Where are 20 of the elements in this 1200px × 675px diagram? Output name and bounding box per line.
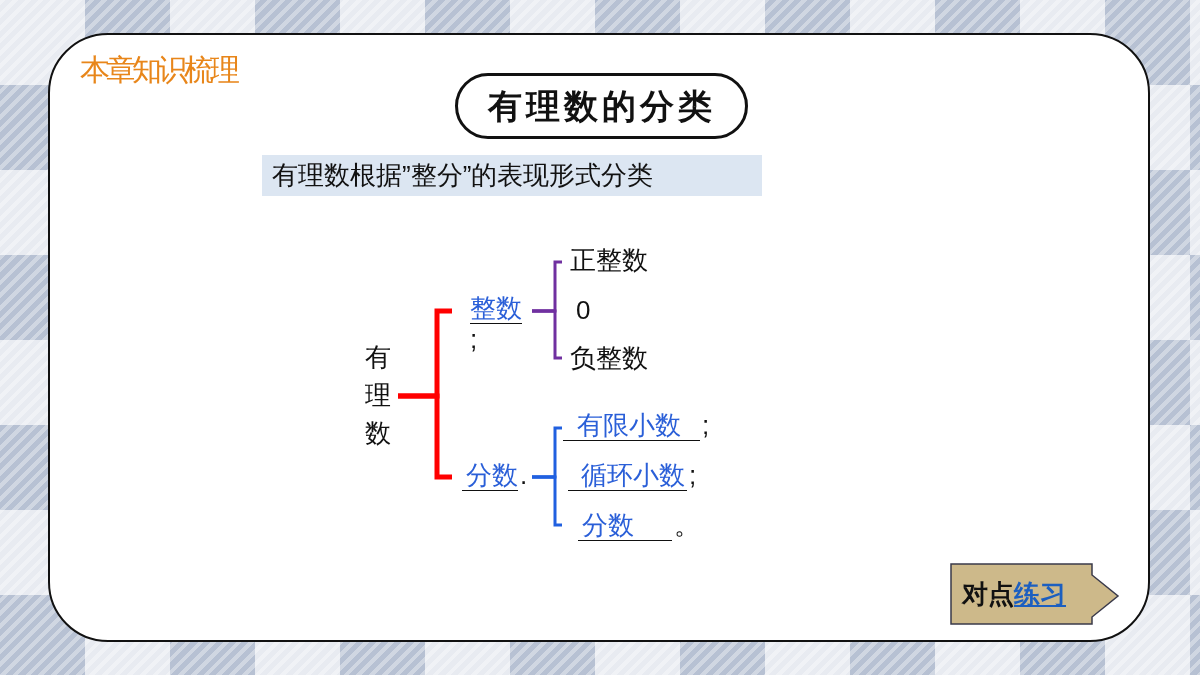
node-text: 负整数 xyxy=(569,342,648,375)
punctuation-mark: ; xyxy=(689,460,697,490)
fill-in-line: 有限小数 xyxy=(563,410,700,441)
node-text: 0 xyxy=(575,294,591,327)
title-pill: 有理数的分类 xyxy=(455,73,748,139)
punctuation-mark: ; xyxy=(702,410,710,440)
node-text: 正整数 xyxy=(569,244,648,277)
fill-in-line: 分数 xyxy=(578,510,672,541)
fill-in-line: 循环小数 xyxy=(568,460,687,491)
punctuation-mark: 。 xyxy=(674,510,700,540)
chapter-heading: 本章知识梳理 xyxy=(80,51,236,89)
brace-line xyxy=(532,475,562,527)
brace-line xyxy=(532,309,562,360)
fill-in-line: 整数 xyxy=(470,293,522,324)
vertical-text: 有理数 xyxy=(365,341,392,450)
fill-in-line: 分数 xyxy=(462,460,518,491)
punctuation-mark: . xyxy=(520,460,528,490)
brace-line xyxy=(398,393,452,480)
subtitle-band: 有理数根据”整分”的表现形式分类 xyxy=(262,155,762,196)
punctuation-mark: ; xyxy=(470,324,479,354)
